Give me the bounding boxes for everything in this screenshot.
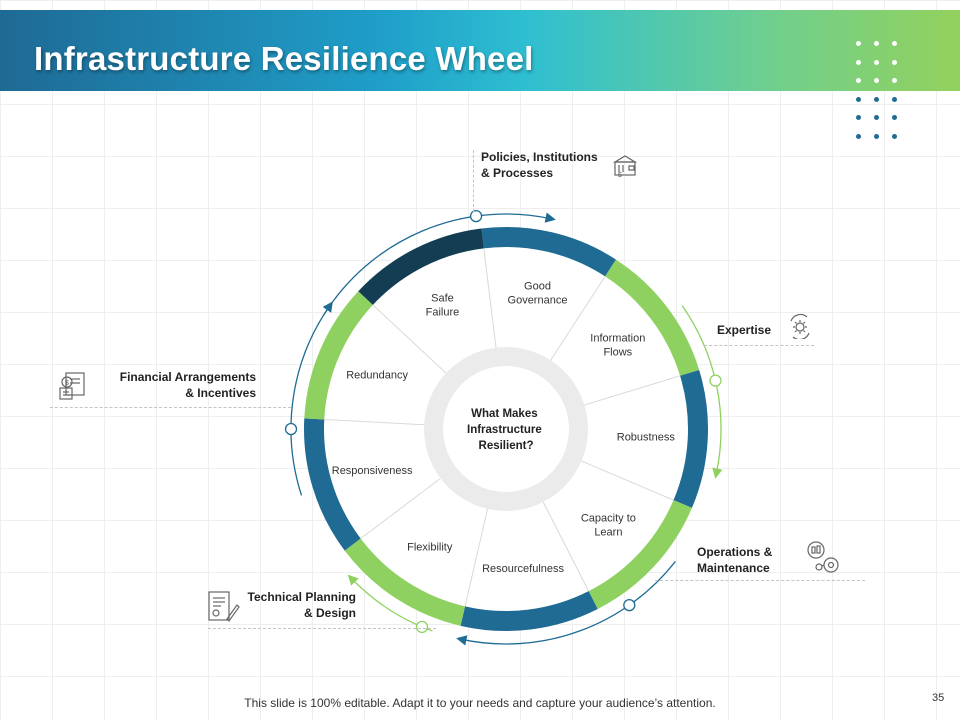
expertise-label: Expertise bbox=[717, 323, 772, 337]
wheel-spoke bbox=[550, 276, 606, 361]
footer-note: This slide is 100% editable. Adapt it to… bbox=[244, 696, 716, 710]
center-question: What Makes Infrastructure Resilient? bbox=[467, 408, 545, 452]
wheel-segment-band bbox=[605, 259, 700, 376]
wheel-spoke bbox=[584, 375, 681, 406]
svg-text:$: $ bbox=[618, 172, 622, 179]
wheel-spoke bbox=[372, 304, 447, 374]
design-document-icon bbox=[205, 589, 241, 625]
operations-leader bbox=[655, 580, 865, 581]
decorative-dot-grid bbox=[856, 41, 910, 145]
wheel-segment-band bbox=[588, 500, 692, 609]
wheel-segment-band bbox=[304, 291, 373, 420]
technical-leader bbox=[208, 628, 436, 629]
wheel-spoke bbox=[360, 477, 441, 539]
connector-node bbox=[415, 620, 429, 634]
wheel-spoke bbox=[542, 501, 590, 592]
technical-label: Technical Planning & Design bbox=[247, 590, 356, 620]
wheel-segment-band bbox=[344, 538, 466, 626]
policies-label: Policies, Institutions & Processes bbox=[481, 150, 598, 180]
segment-label: Resourcefulness bbox=[482, 563, 564, 575]
connector-node bbox=[284, 422, 298, 436]
operations-label: Operations & Maintenance bbox=[697, 545, 773, 575]
cycle-arrow bbox=[323, 212, 556, 316]
cycle-arrow bbox=[290, 301, 333, 496]
connector-node bbox=[709, 374, 722, 387]
segment-label: Robustness bbox=[617, 431, 676, 443]
center-disc bbox=[443, 366, 569, 492]
cycle-arrow bbox=[456, 560, 676, 646]
wheel-segment-band bbox=[358, 228, 484, 305]
operations-network-icon bbox=[803, 538, 843, 578]
policies-leader bbox=[473, 150, 474, 212]
wheel-segment-band bbox=[481, 226, 617, 277]
wheel-spoke bbox=[483, 248, 497, 348]
segment-label: Redundancy bbox=[346, 369, 408, 381]
gear-refresh-icon bbox=[787, 313, 813, 339]
wheel-segments bbox=[304, 226, 708, 631]
finance-calculator-icon: $ bbox=[57, 370, 89, 402]
connector-node bbox=[469, 209, 483, 223]
page-number: 35 bbox=[932, 692, 945, 704]
wheel-segment-band bbox=[673, 369, 708, 508]
financial-label: Financial Arrangements & Incentives bbox=[119, 370, 256, 400]
wheel-spoke bbox=[464, 508, 489, 607]
segment-label: Flexibility bbox=[407, 541, 453, 553]
wheel-segment-band bbox=[460, 591, 598, 631]
financial-leader bbox=[50, 407, 291, 408]
expertise-leader bbox=[704, 345, 814, 346]
connector-node bbox=[623, 598, 636, 612]
wheel-segment-band bbox=[304, 418, 361, 551]
wheel-spokes bbox=[324, 248, 681, 607]
government-building-icon: $ bbox=[612, 153, 638, 179]
wheel-spoke bbox=[324, 418, 425, 426]
title-banner: Infrastructure Resilience Wheel bbox=[0, 10, 960, 91]
connector-circles bbox=[284, 209, 722, 634]
svg-text:$: $ bbox=[65, 380, 69, 387]
wheel-spoke bbox=[581, 460, 674, 501]
slide-title: Infrastructure Resilience Wheel bbox=[34, 40, 534, 77]
segment-label: Responsiveness bbox=[332, 465, 413, 477]
